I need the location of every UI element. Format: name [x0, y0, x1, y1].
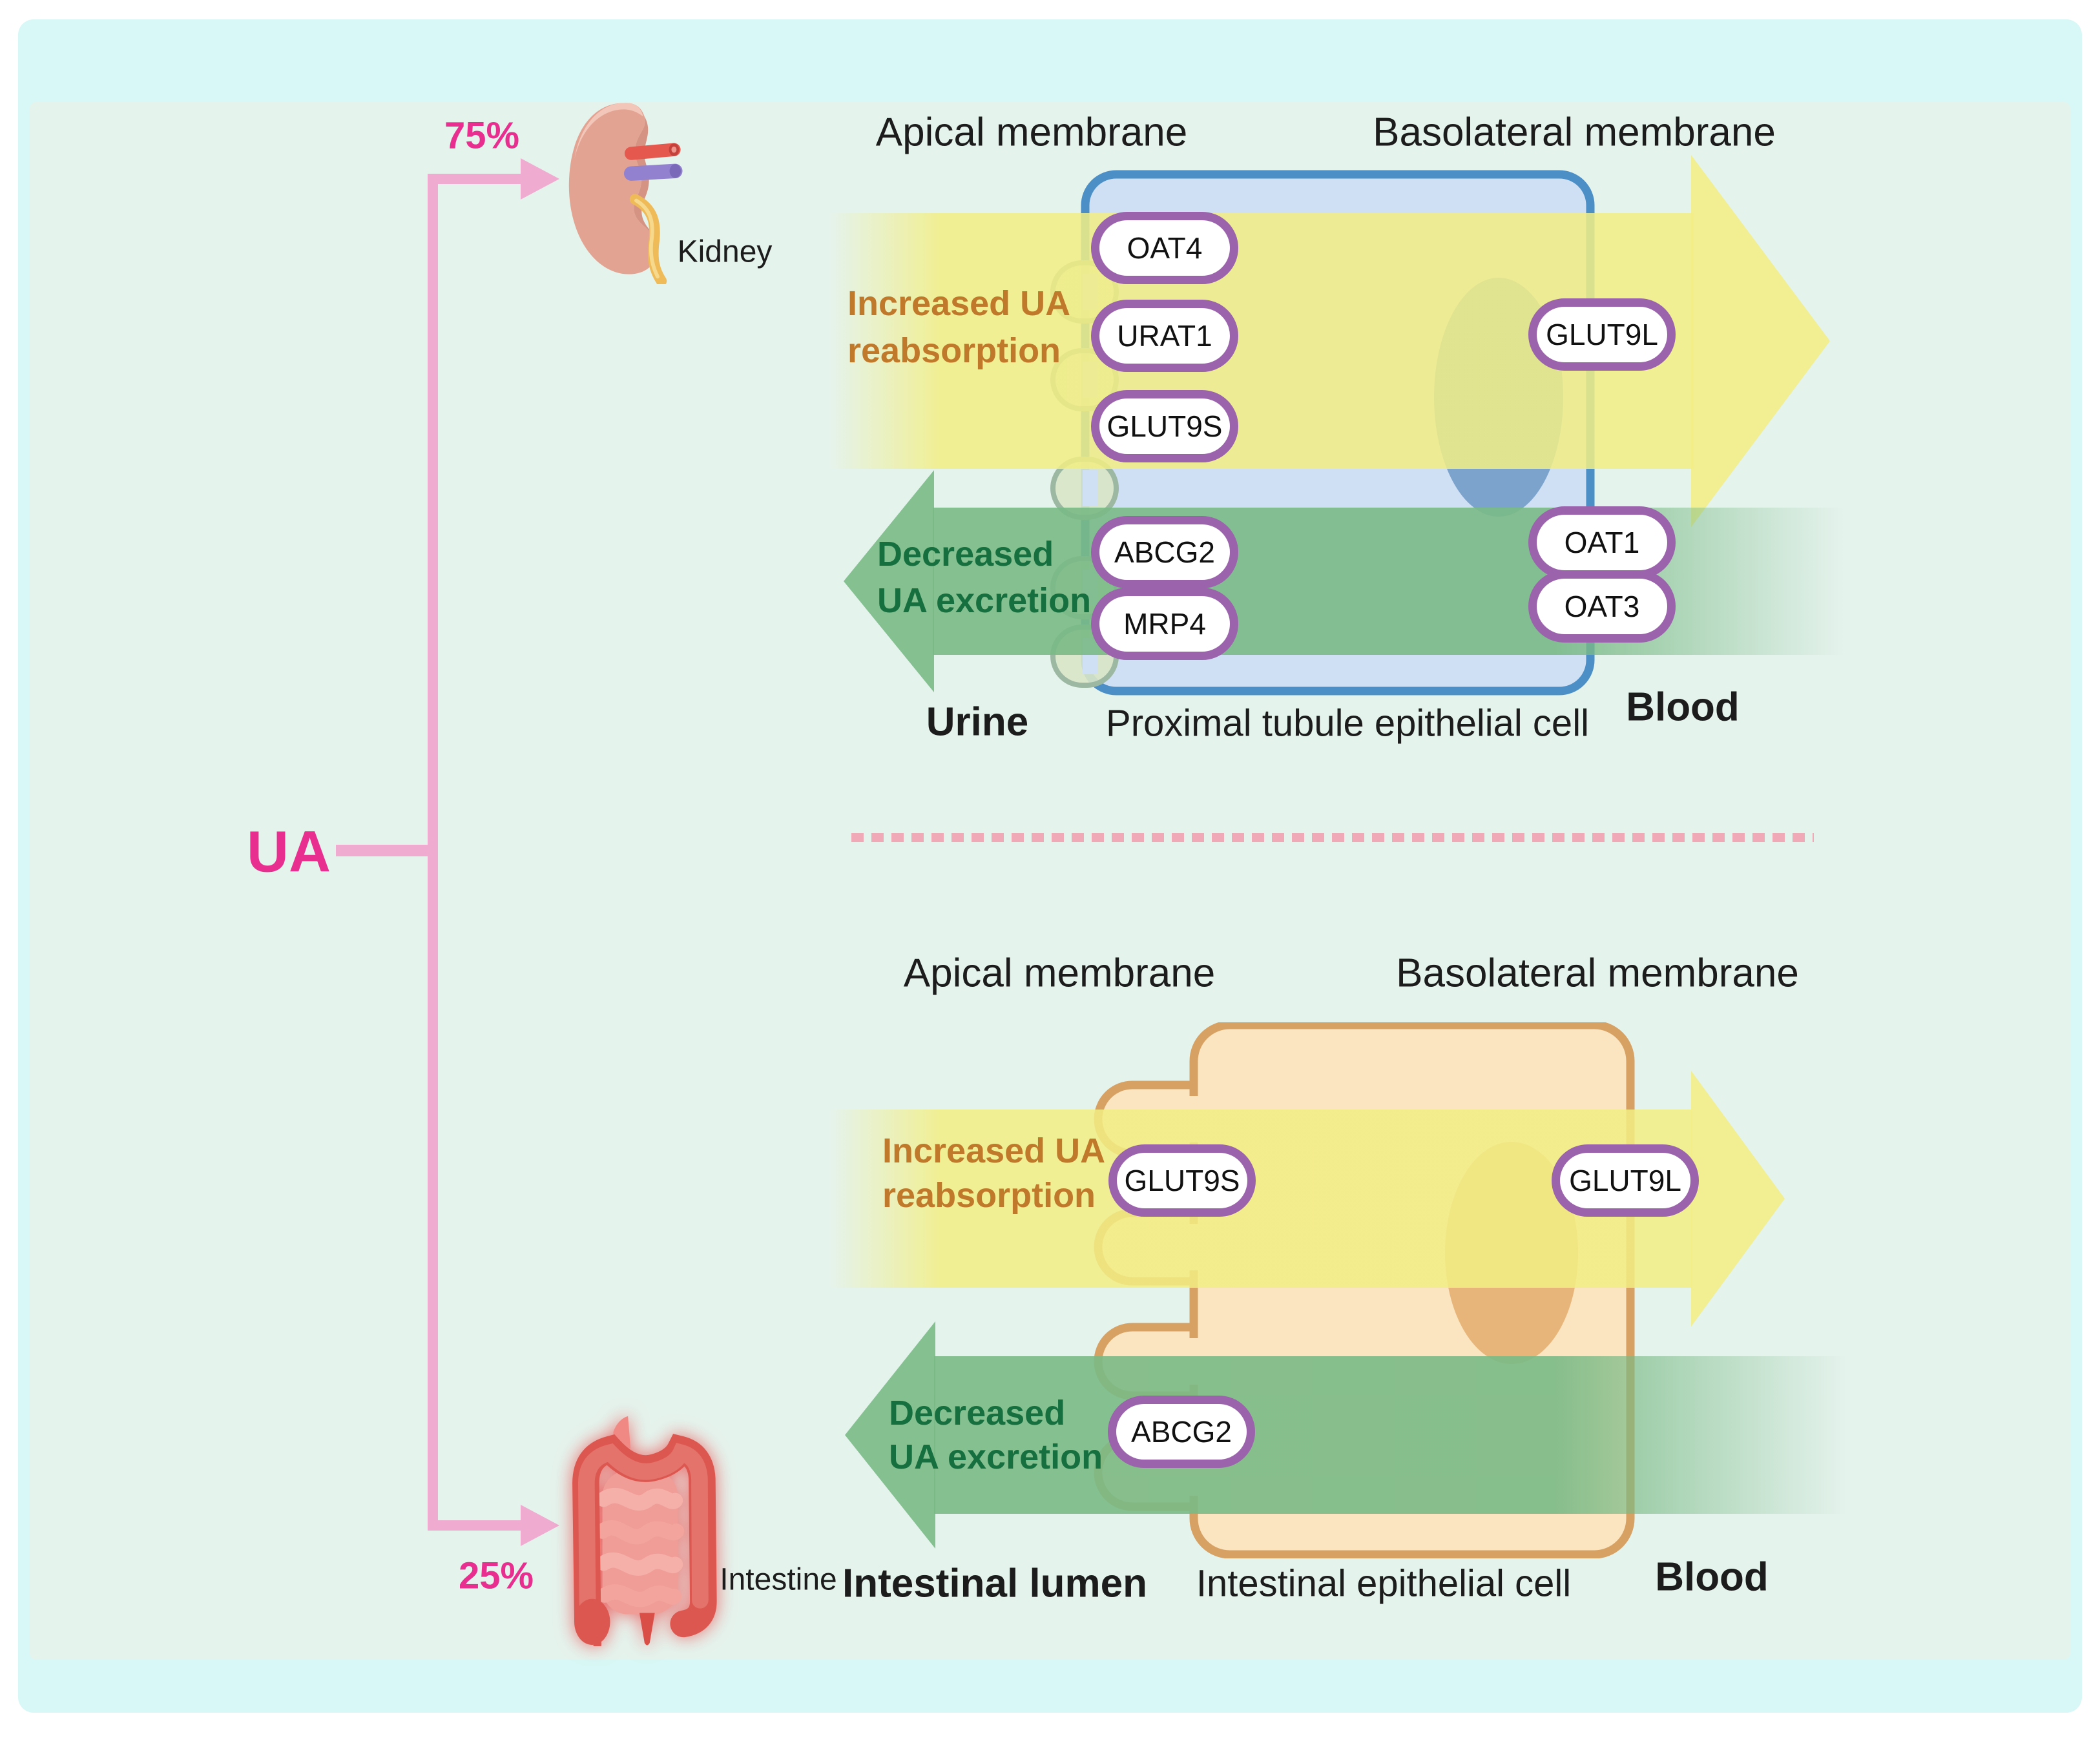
intestine-share-percentage: 25%	[458, 1554, 534, 1597]
kidney-reabsorption-caption-line2: reabsorption	[847, 331, 1061, 370]
transporter-pill-abcg2-intestine: ABCG2	[1108, 1396, 1255, 1468]
ua-source-label: UA	[247, 820, 331, 885]
panel-divider-dashed-line	[851, 833, 1814, 842]
transporter-pill-glut9s-kidney: GLUT9S	[1091, 390, 1238, 462]
intestine-reabsorption-caption-line2: reabsorption	[882, 1176, 1096, 1215]
intestine-excretion-caption-line2: UA excretion	[889, 1438, 1103, 1476]
intestine-excretion-caption-line1: Decreased	[889, 1394, 1066, 1432]
intestinal-epithelial-cell-label: Intestinal epithelial cell	[1196, 1562, 1572, 1605]
urine-compartment-label: Urine	[926, 699, 1029, 745]
intestine-excretion-arrow	[934, 1356, 1847, 1514]
intestine-apical-membrane-header: Apical membrane	[903, 951, 1216, 996]
intestine-icon	[572, 1416, 717, 1646]
intestine-blood-compartment-label: Blood	[1655, 1554, 1769, 1600]
kidney-excretion-caption-line2: UA excretion	[877, 581, 1092, 620]
ua-to-intestine-arrow-shaft	[428, 1520, 522, 1531]
transporter-pill-abcg2-kidney: ABCG2	[1091, 516, 1238, 588]
intestine-basolateral-membrane-header: Basolateral membrane	[1396, 951, 1799, 996]
kidney-icon	[568, 103, 683, 284]
intestine-reabsorption-arrow	[828, 1110, 1692, 1288]
transporter-pill-mrp4: MRP4	[1091, 588, 1238, 660]
intestine-organ-label: Intestine	[720, 1562, 837, 1597]
intestinal-lumen-compartment-label: Intestinal lumen	[842, 1561, 1147, 1606]
kidney-excretion-caption-line1: Decreased	[877, 535, 1054, 573]
kidney-reabsorption-caption-line1: Increased UA	[847, 284, 1071, 323]
kidney-excretion-arrow	[933, 508, 1845, 655]
kidney-apical-membrane-header: Apical membrane	[875, 110, 1188, 155]
transporter-pill-oat3: OAT3	[1528, 570, 1676, 643]
transporter-pill-oat1: OAT1	[1528, 506, 1676, 579]
ua-connector-line	[336, 845, 434, 856]
transporter-pill-oat4: OAT4	[1091, 212, 1238, 284]
transporter-pill-glut9l-intestine: GLUT9L	[1552, 1144, 1699, 1217]
ua-to-kidney-arrow-shaft	[428, 174, 522, 184]
proximal-tubule-cell-label: Proximal tubule epithelial cell	[1106, 702, 1589, 745]
intestine-reabsorption-caption-line1: Increased UA	[882, 1131, 1106, 1170]
kidney-blood-compartment-label: Blood	[1626, 685, 1740, 730]
transporter-pill-glut9l-kidney: GLUT9L	[1528, 298, 1676, 371]
transporter-pill-urat1: URAT1	[1091, 300, 1238, 372]
kidney-share-percentage: 75%	[444, 114, 520, 157]
kidney-basolateral-membrane-header: Basolateral membrane	[1373, 110, 1776, 155]
transporter-pill-glut9s-intestine: GLUT9S	[1108, 1144, 1256, 1217]
kidney-organ-label: Kidney	[677, 234, 773, 269]
